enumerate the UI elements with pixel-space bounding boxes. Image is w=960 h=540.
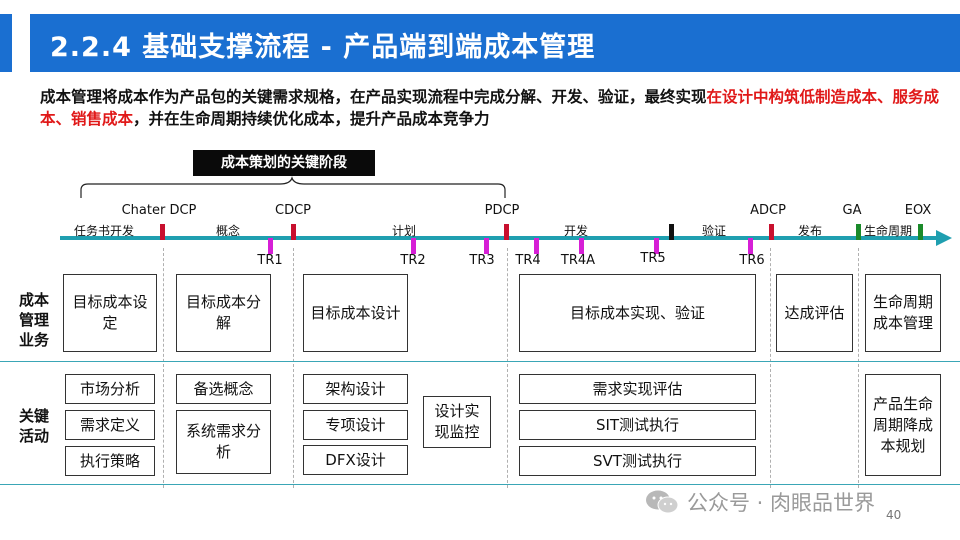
tr1-label: TR1 xyxy=(257,253,283,268)
activity-svt-testing: SVT测试执行 xyxy=(519,446,756,476)
intro-text-part2: ，并在生命周期持续优化成本，提升产品成本竞争力 xyxy=(133,110,490,128)
stage-label-verify: 验证 xyxy=(701,224,727,238)
page-number: 40 xyxy=(886,508,902,522)
dcp-marker-cdcp xyxy=(291,224,296,240)
activity-special-design: 专项设计 xyxy=(303,410,408,440)
tr6-marker xyxy=(748,238,753,254)
timeline-axis xyxy=(60,236,940,240)
activity-lifecycle-cost-reduction: 产品生命周期降成本规划 xyxy=(865,374,941,476)
key-phase-label: 成本策划的关键阶段 xyxy=(193,150,375,176)
tr4a-marker xyxy=(579,238,584,254)
tr5-label: TR5 xyxy=(640,251,666,266)
intro-paragraph: 成本管理将成本作为产品包的关键需求规格，在产品实现流程中完成分解、开发、验证，最… xyxy=(40,86,940,130)
page-title: 2.2.4 基础支撑流程 - 产品端到端成本管理 xyxy=(50,32,596,63)
title-left-accent xyxy=(0,14,12,72)
row-separator xyxy=(0,361,960,362)
activity-requirement-evaluation: 需求实现评估 xyxy=(519,374,756,404)
row-label-key-activities: 关键活动 xyxy=(18,407,49,445)
dcp-marker-pdcp xyxy=(504,224,509,240)
cost-box-target-design: 目标成本设计 xyxy=(303,274,408,352)
activity-dfx-design: DFX设计 xyxy=(303,445,408,475)
cost-box-target-realization: 目标成本实现、验证 xyxy=(519,274,756,352)
dcp-marker-adcp xyxy=(769,224,774,240)
phase-divider xyxy=(770,248,771,488)
stage-label-concept: 概念 xyxy=(215,224,241,238)
stage-label-release: 发布 xyxy=(797,224,823,238)
activity-market-analysis: 市场分析 xyxy=(65,374,155,404)
activity-system-requirements: 系统需求分析 xyxy=(176,410,271,474)
tr4-label: TR4 xyxy=(515,253,541,268)
watermark: 公众号 · 肉眼品世界 xyxy=(645,487,875,517)
activity-architecture-design: 架构设计 xyxy=(303,374,408,404)
activity-requirement-definition: 需求定义 xyxy=(65,410,155,440)
tr1-marker xyxy=(268,238,273,254)
wechat-icon xyxy=(646,490,679,514)
tr4a-label: TR4A xyxy=(560,253,596,268)
dcp-marker-charter xyxy=(160,224,165,240)
row-separator xyxy=(0,484,960,485)
phase-divider xyxy=(293,248,294,488)
intro-highlight: 在设计中构筑低制造成本、服务成本、销售成本 xyxy=(40,88,940,128)
dcp-label-eox: EOX xyxy=(904,203,932,218)
tr5-marker xyxy=(654,238,659,254)
tr4-marker xyxy=(534,238,539,254)
row-label-cost-mgmt: 成本管理业务 xyxy=(18,291,49,349)
cost-box-achievement-eval: 达成评估 xyxy=(776,274,853,352)
phase-divider xyxy=(858,248,859,488)
tr6-label: TR6 xyxy=(739,253,765,268)
ga-marker xyxy=(856,224,861,240)
dcp-label-charter: Chater DCP xyxy=(121,203,197,218)
dcp-label-adcp: ADCP xyxy=(750,203,786,218)
phase-divider xyxy=(163,248,164,488)
tr3-marker xyxy=(484,238,489,254)
tr2-marker xyxy=(411,238,416,254)
tr2-label: TR2 xyxy=(400,253,426,268)
activity-design-monitoring: 设计实现监控 xyxy=(423,396,491,448)
timeline-arrow-icon xyxy=(936,230,952,246)
watermark-text: 公众号 · 肉眼品世界 xyxy=(687,491,876,515)
phase-brace xyxy=(80,176,506,198)
activity-execution-strategy: 执行策略 xyxy=(65,446,155,476)
dcp-label-ga: GA xyxy=(842,203,862,218)
dcp-label-pdcp: PDCP xyxy=(484,203,520,218)
stage-label-plan: 计划 xyxy=(391,224,417,238)
title-bar: 2.2.4 基础支撑流程 - 产品端到端成本管理 xyxy=(30,14,960,72)
phase-divider xyxy=(507,248,508,488)
stage-label-lifecycle: 生命周期 xyxy=(863,224,913,238)
stage-label-develop: 开发 xyxy=(563,224,589,238)
activity-sit-testing: SIT测试执行 xyxy=(519,410,756,440)
eox-marker xyxy=(918,224,923,240)
dcp-label-cdcp: CDCP xyxy=(274,203,312,218)
cost-box-target-breakdown: 目标成本分解 xyxy=(176,274,271,352)
intro-text-part1: 成本管理将成本作为产品包的关键需求规格，在产品实现流程中完成分解、开发、验证，最… xyxy=(40,88,707,106)
cost-box-target-setting: 目标成本设定 xyxy=(63,274,157,352)
tr3-label: TR3 xyxy=(469,253,495,268)
verify-marker xyxy=(669,224,674,240)
activity-alternative-concepts: 备选概念 xyxy=(176,374,271,404)
cost-box-lifecycle-mgmt: 生命周期成本管理 xyxy=(865,274,941,352)
stage-label-charter: 任务书开发 xyxy=(73,224,135,238)
